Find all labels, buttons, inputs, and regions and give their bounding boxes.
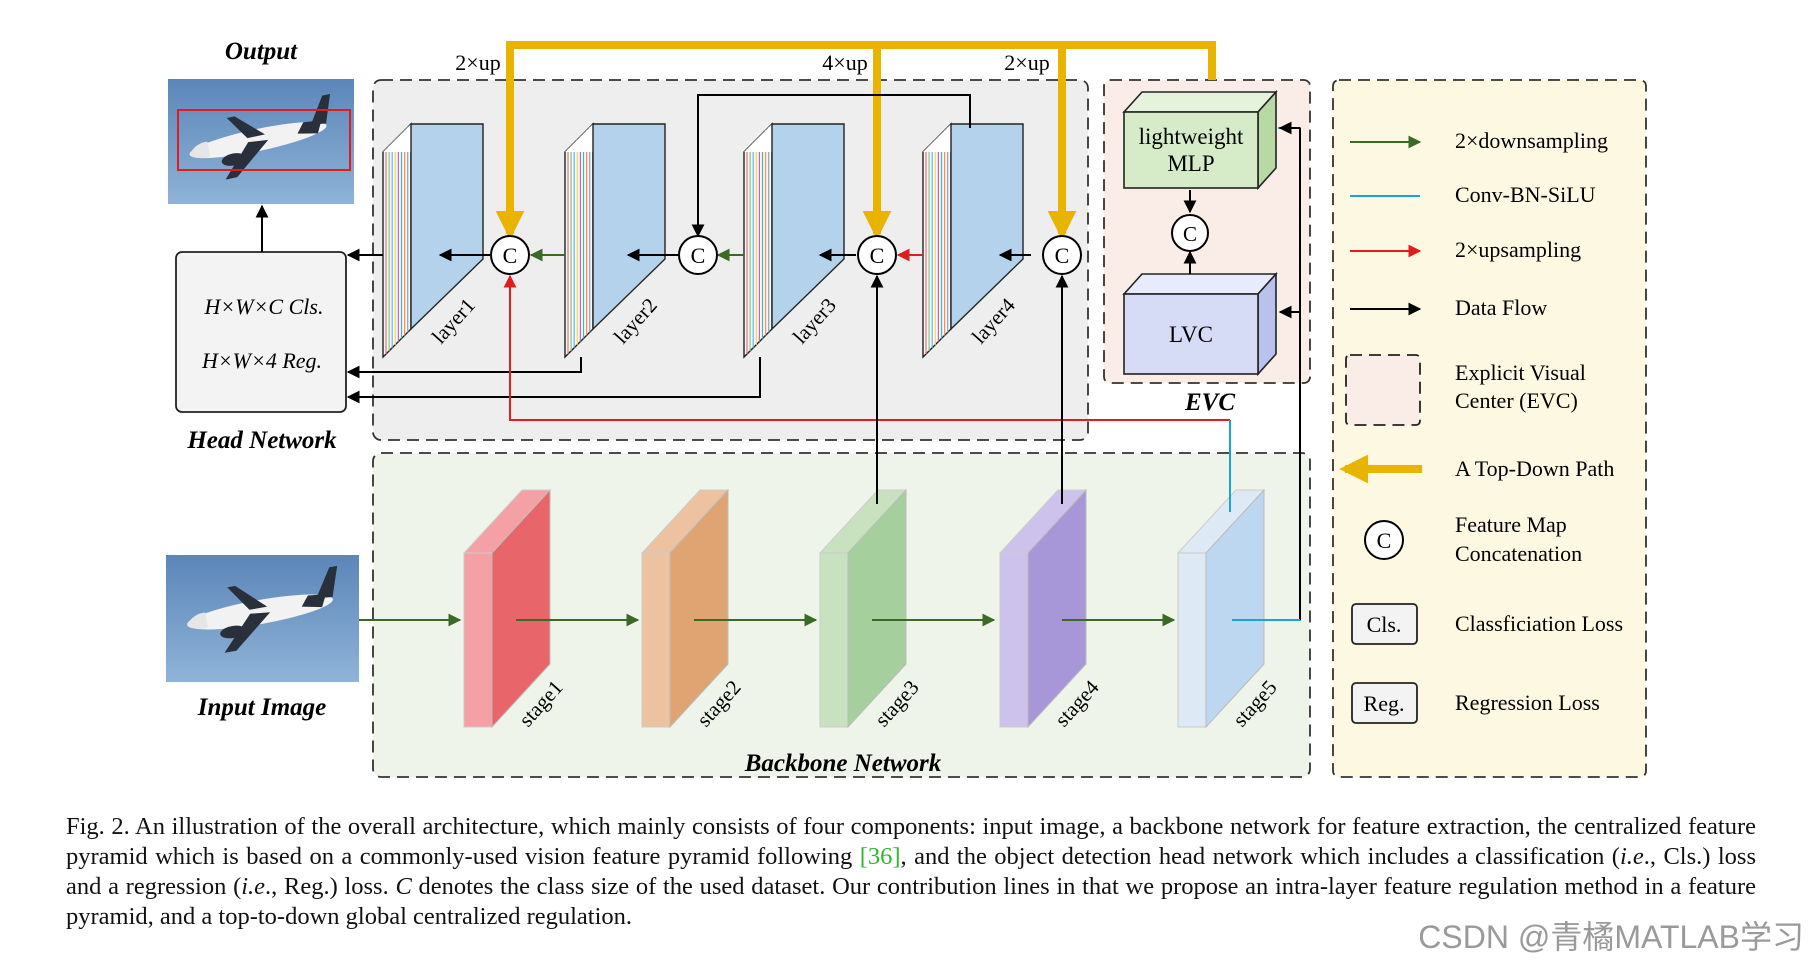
lvc-label: LVC	[1169, 322, 1213, 347]
caption-reference[interactable]: [36]	[859, 843, 901, 870]
caption-text-1: Fig. 2. An illustration of the overall a…	[66, 813, 1756, 870]
stage-block-1	[462, 488, 552, 729]
layer-block-3	[743, 122, 845, 359]
legend-reg-label: Regression Loss	[1455, 690, 1600, 715]
mlp-block	[1122, 89, 1278, 191]
concat-node-4: C	[1042, 235, 1082, 275]
stage-block-5	[1176, 488, 1266, 729]
layer-block-1	[382, 122, 484, 359]
legend-dataflow-label: Data Flow	[1455, 295, 1547, 320]
caption-ie-2: i.e	[241, 873, 266, 900]
stage-block-3	[818, 488, 908, 729]
head-cls-text: H×W×C Cls.	[204, 294, 324, 319]
caption-text-3: ., Cls.) loss and a regression (	[66, 843, 1756, 900]
legend-upsampling-label: 2×upsampling	[1455, 237, 1581, 262]
caption-ie-1: i.e	[1619, 843, 1644, 870]
head-network-box	[175, 251, 347, 413]
figure-caption: Fig. 2. An illustration of the overall a…	[66, 812, 1756, 932]
concat-node-evc: C	[1171, 214, 1209, 252]
input-image	[166, 555, 359, 682]
legend-conv-label: Conv-BN-SiLU	[1455, 182, 1596, 207]
concat-node-1: C	[490, 235, 530, 275]
watermark: CSDN @青橘MATLAB学习	[1418, 919, 1804, 955]
legend-cls-label: Classficiation Loss	[1455, 611, 1623, 636]
concat-node-3: C	[857, 235, 897, 275]
evc-label: EVC	[1184, 389, 1235, 416]
svg-text:C: C	[691, 243, 706, 268]
legend-concat-label-line1: Feature Map	[1455, 512, 1567, 537]
legend-cls-swatch	[1351, 603, 1418, 645]
head-reg-text: H×W×4 Reg.	[201, 348, 322, 373]
legend-concat-label-line2: Concatenation	[1455, 541, 1582, 566]
up-label-mid: 4×up	[822, 50, 867, 75]
legend-concat-swatch	[1364, 520, 1404, 560]
stage-block-2	[640, 488, 730, 729]
output-image	[168, 79, 354, 204]
svg-text:Cls.: Cls.	[1367, 612, 1402, 637]
stage-block-4	[998, 488, 1088, 729]
legend-downsampling-label: 2×downsampling	[1455, 128, 1608, 153]
svg-text:C: C	[1183, 222, 1197, 246]
lvc-block	[1122, 271, 1278, 377]
legend: 2×downsampling Conv-BN-SiLU 2×upsampling…	[1339, 128, 1623, 724]
pyramid-region	[372, 79, 1089, 441]
legend-evc-swatch	[1345, 354, 1421, 426]
caption-text-4: ., Reg.) loss.	[265, 873, 396, 900]
legend-topdown-label: A Top-Down Path	[1455, 456, 1614, 481]
svg-text:Reg.: Reg.	[1364, 691, 1405, 716]
mlp-label-line2: MLP	[1167, 151, 1214, 176]
caption-text-2: , and the object detection head network …	[900, 843, 1620, 870]
up-label-left: 2×up	[455, 50, 500, 75]
output-label: Output	[225, 38, 298, 65]
layer-block-2	[564, 122, 666, 359]
connectors	[346, 41, 1301, 627]
head-network-label: Head Network	[186, 427, 337, 454]
svg-text:C: C	[503, 243, 518, 268]
backbone-network-label: Backbone Network	[744, 750, 942, 777]
layer4-to-c2-loop	[691, 94, 971, 238]
concat-node-2: C	[678, 235, 718, 275]
legend-evc-label-line1: Explicit Visual	[1455, 360, 1586, 385]
svg-text:C: C	[870, 243, 885, 268]
layer-block-4	[922, 122, 1024, 359]
svg-text:C: C	[1055, 243, 1070, 268]
svg-text:C: C	[1377, 528, 1392, 553]
input-image-label: Input Image	[197, 694, 327, 721]
legend-evc-label-line2: Center (EVC)	[1455, 388, 1578, 413]
detection-box	[177, 109, 351, 171]
caption-c: C	[395, 873, 412, 900]
top-down-path	[495, 41, 1216, 240]
mlp-label-line1: lightweight	[1139, 124, 1244, 149]
legend-reg-swatch	[1351, 682, 1418, 724]
caption-text-5: denotes the class size of the used datas…	[66, 873, 1756, 930]
up-label-right: 2×up	[1004, 50, 1049, 75]
